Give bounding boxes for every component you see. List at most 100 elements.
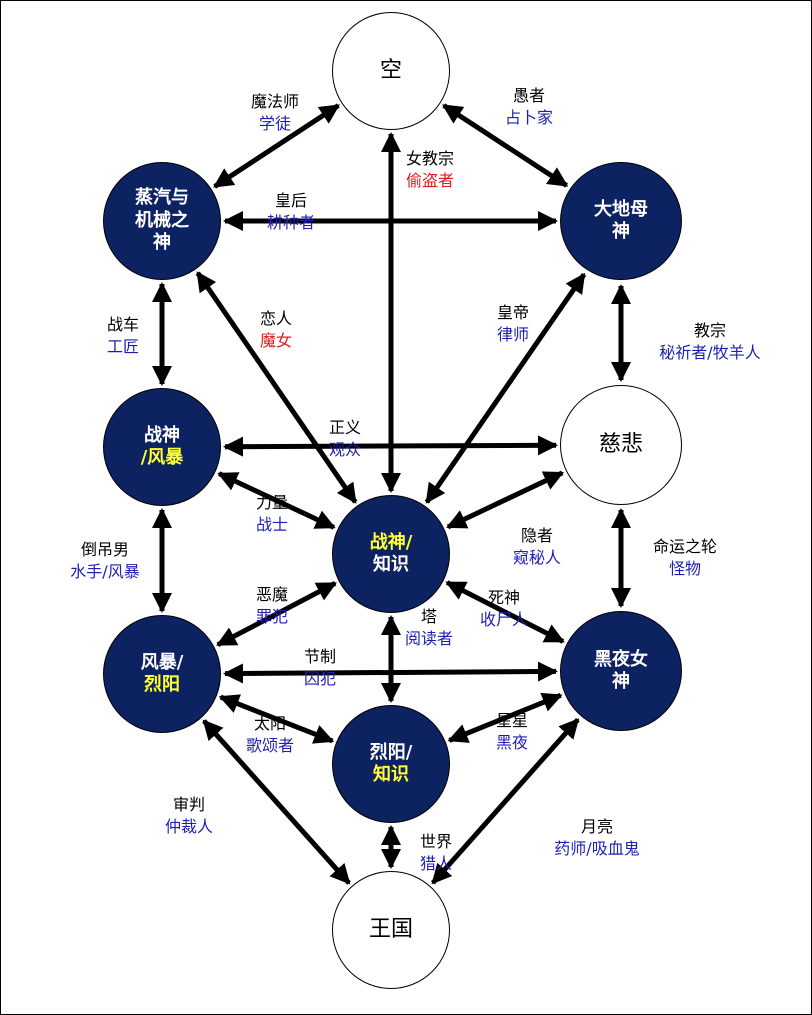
label-nvjiaozong-card: 女教宗	[405, 149, 455, 168]
edge-lianren	[195, 271, 358, 504]
label-daodiaonan-path: 水手/风暴	[70, 561, 140, 581]
label-jiezhi-card: 节制	[303, 647, 337, 666]
label-huanghou: 皇后 耕种者	[267, 190, 315, 233]
label-shijie: 世界 猎人	[420, 831, 452, 874]
node-zhengqi-line-1: 蒸汽与	[135, 187, 189, 209]
node-dadi-line-2: 神	[612, 221, 630, 242]
node-dadi: 大地母 神	[560, 162, 682, 280]
node-heiye-line-1: 黑夜女	[594, 648, 648, 670]
label-shenpan-path: 仲裁人	[164, 816, 214, 836]
node-lieyang-line-1: 烈阳/	[369, 741, 413, 763]
node-cibei-text: 慈悲	[598, 432, 643, 458]
edge-zhengyi	[222, 435, 559, 457]
label-emo: 恶魔 罪犯	[256, 584, 288, 627]
label-ta: 塔 阅读者	[405, 606, 453, 649]
node-dadi-line-1: 大地母	[594, 198, 648, 220]
label-nvjiaozong-path: 偷盗者	[405, 170, 455, 190]
label-mingyun-card: 命运之轮	[652, 537, 718, 556]
edge-yinzhe	[446, 470, 565, 530]
label-nvjiaozong: 女教宗 偷盗者	[406, 148, 454, 191]
label-jiaozong-path: 秘祈者/牧羊人	[659, 342, 761, 362]
label-yueliang: 月亮 药师/吸血鬼	[554, 816, 639, 859]
node-zhengqi-line-3: 神	[153, 232, 171, 254]
label-daodiaonan: 倒吊男 水手/风暴	[70, 539, 139, 582]
label-liliang-card: 力量	[255, 493, 289, 512]
node-kong-text: 空	[379, 58, 402, 84]
node-lieyang: 烈阳/ 知识	[332, 705, 450, 823]
node-center-line-1: 战神/	[369, 531, 413, 553]
node-fengbao: 风暴/ 烈阳	[103, 615, 221, 733]
label-zhengyi-card: 正义	[328, 418, 362, 437]
label-yuzhe-card: 愚者	[512, 86, 546, 105]
label-mofashi-card: 魔法师	[250, 92, 300, 111]
label-liliang-path: 战士	[255, 514, 289, 534]
label-xingxing-path: 黑夜	[495, 732, 529, 752]
label-xingxing-card: 星星	[495, 711, 529, 730]
label-mofashi: 魔法师 学徒	[251, 91, 299, 134]
label-zhengyi: 正义 观众	[329, 417, 361, 460]
edge-jiezhi	[222, 661, 559, 684]
label-jiezhi-path: 囚犯	[303, 668, 337, 688]
label-zhengyi-path: 观众	[328, 439, 362, 459]
label-zhanche-card: 战车	[106, 315, 140, 334]
node-wangguo-text: 王国	[368, 917, 413, 943]
label-shenpan: 审判 仲裁人	[165, 794, 213, 837]
label-jiaozong-card: 教宗	[693, 321, 726, 340]
node-kong: 空	[332, 12, 450, 130]
label-xingxing: 星星 黑夜	[496, 710, 528, 753]
edge-sishen	[445, 580, 565, 644]
label-lianren-path: 魔女	[259, 330, 293, 350]
label-huanghou-card: 皇后	[274, 191, 308, 210]
label-shenpan-card: 审判	[172, 795, 206, 814]
label-emo-card: 恶魔	[255, 585, 289, 604]
label-zhanche: 战车 工匠	[107, 314, 139, 357]
node-center: 战神/ 知识	[332, 495, 450, 613]
node-zhanshen-line-1: 战神	[143, 424, 180, 446]
label-mingyun: 命运之轮 怪物	[653, 536, 717, 579]
node-zhengqi-line-2: 机械之	[135, 209, 189, 231]
label-yueliang-path: 药师/吸血鬼	[554, 838, 640, 858]
node-fengbao-line-2: 烈阳	[143, 674, 180, 695]
label-jiaozong: 教宗 秘祈者/牧羊人	[659, 320, 760, 363]
node-center-line-2: 知识	[372, 554, 409, 575]
label-yuzhe-path: 占卜家	[504, 107, 554, 127]
node-heiye-line-2: 神	[612, 671, 630, 692]
label-shijie-path: 猎人	[419, 853, 453, 873]
label-yinzhe-path: 窥秘人	[512, 547, 562, 567]
label-ta-card: 塔	[420, 607, 438, 626]
label-yinzhe: 隐者 窥秘人	[513, 525, 561, 568]
edge-emo	[216, 581, 337, 647]
edge-liliang	[217, 471, 336, 530]
edge-yueliang	[430, 717, 580, 885]
label-lianren-card: 恋人	[259, 309, 293, 328]
label-sishen-path: 收尸人	[479, 609, 529, 629]
node-heiye: 黑夜女 神	[560, 611, 682, 731]
label-sishen: 死神 收尸人	[480, 587, 528, 630]
label-taiyang-path: 歌颂者	[245, 735, 295, 755]
node-zhanshen: 战神 /风暴	[103, 388, 221, 506]
label-ta-path: 阅读者	[404, 628, 454, 648]
label-shijie-card: 世界	[419, 832, 453, 851]
label-yueliang-card: 月亮	[580, 817, 613, 836]
label-daodiaonan-card: 倒吊男	[80, 540, 129, 559]
node-wangguo: 王国	[332, 871, 450, 989]
label-yuzhe: 愚者 占卜家	[505, 85, 553, 128]
label-taiyang-card: 太阳	[253, 714, 287, 733]
label-huangdi-path: 律师	[496, 324, 530, 344]
label-huangdi-card: 皇帝	[496, 303, 530, 322]
node-fengbao-line-1: 风暴/	[140, 651, 184, 673]
label-liliang: 力量 战士	[256, 492, 288, 535]
node-zhengqi: 蒸汽与 机械之 神	[103, 162, 221, 280]
edge-mofashi	[213, 103, 340, 189]
node-cibei: 慈悲	[560, 385, 682, 505]
node-zhanshen-line-2: /风暴	[140, 447, 184, 468]
label-sishen-card: 死神	[487, 588, 521, 607]
label-zhanche-path: 工匠	[106, 336, 140, 356]
edge-huangdi	[424, 272, 587, 504]
label-huangdi: 皇帝 律师	[497, 302, 529, 345]
edge-shenpan	[202, 719, 351, 885]
label-mofashi-path: 学徒	[258, 113, 292, 133]
label-yinzhe-card: 隐者	[520, 526, 554, 545]
